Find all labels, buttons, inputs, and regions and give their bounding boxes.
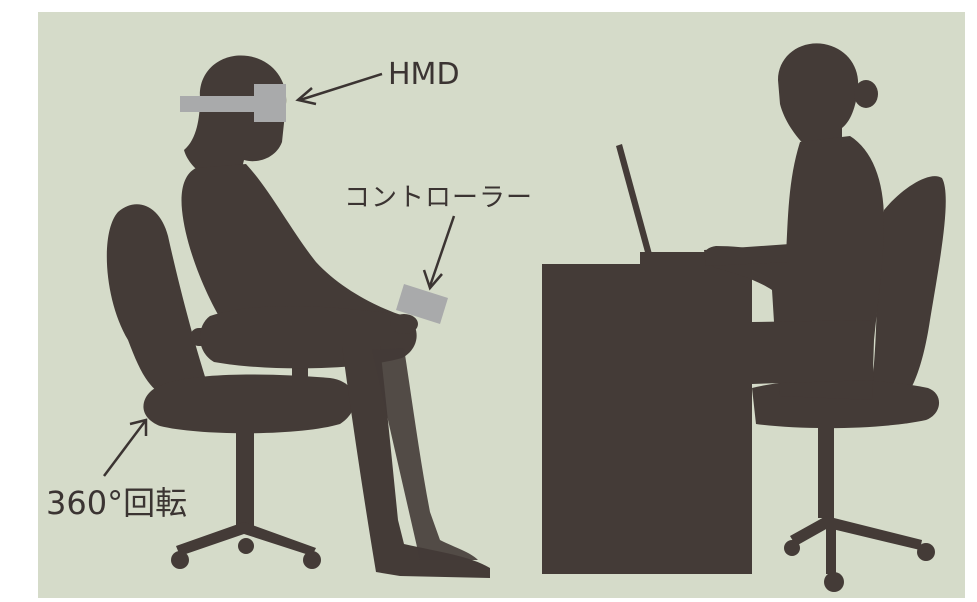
desk	[542, 264, 752, 574]
rotation-label: 360°回転	[46, 484, 187, 522]
hmd-label: HMD	[388, 57, 460, 92]
controller-label: コントローラー	[344, 183, 533, 213]
